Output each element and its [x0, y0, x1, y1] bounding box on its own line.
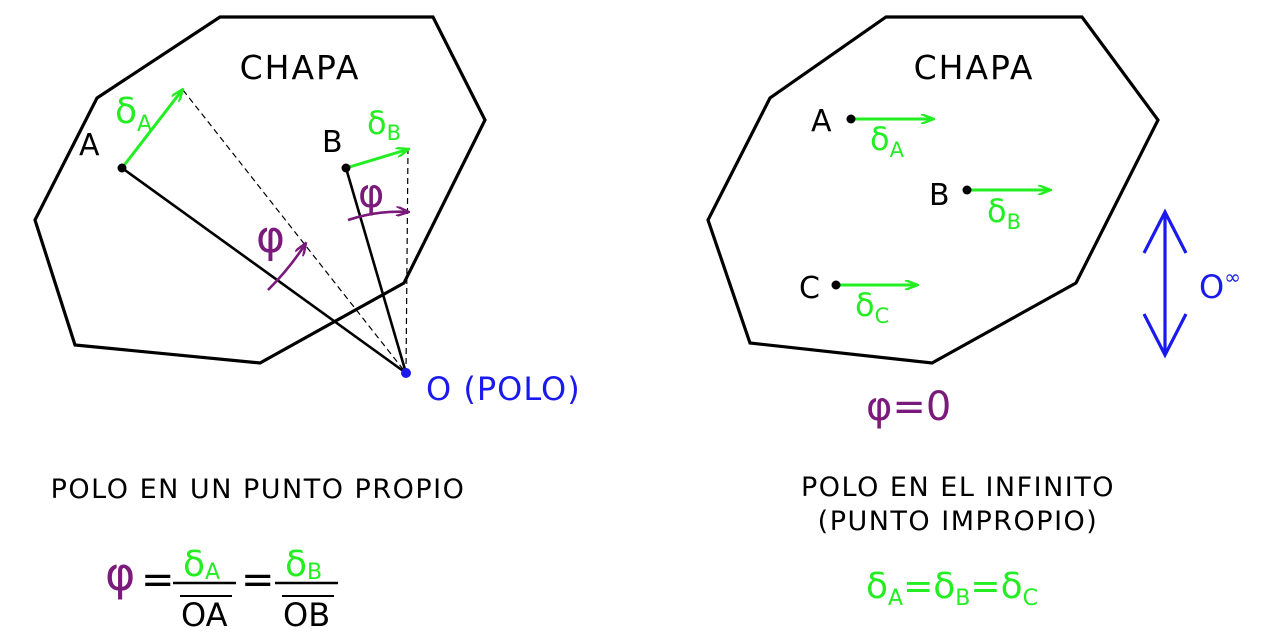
right-diagram: CHAPA A B C δA δB δC O∞ φ=: [706, 15, 1241, 611]
pole-infinity-label: O∞: [1199, 265, 1241, 306]
pole-label: O (POLO): [426, 370, 581, 408]
phi-label-2: φ: [358, 171, 384, 217]
formula-num-b: δB: [285, 544, 322, 585]
dashed-line-a: [182, 89, 407, 374]
right-delta-a-label: δA: [870, 120, 905, 162]
right-point-c-dot: [831, 280, 841, 290]
left-formula: φ = δA OA = δB OB: [105, 544, 338, 634]
right-point-b-label: B: [929, 178, 950, 213]
delta-b-label: δB: [367, 104, 401, 145]
right-caption-line1: POLO EN EL INFINITO: [801, 472, 1115, 503]
dashed-line-b: [405, 147, 409, 374]
pole-infinity-arrow: [1142, 208, 1188, 359]
formula-eq-1: =: [141, 557, 175, 603]
formula-num-a: δA: [183, 544, 220, 585]
right-caption-line2: (PUNTO IMPROPIO): [818, 506, 1099, 537]
displacement-vector-b: [345, 149, 409, 170]
right-point-a-dot: [846, 114, 856, 124]
right-delta-b-label: δB: [987, 192, 1021, 234]
displacement-vector-a: [120, 89, 183, 169]
phi-label-1: φ: [256, 212, 285, 263]
left-plate-outline: [33, 15, 487, 365]
point-a-dot: [117, 163, 127, 173]
formula-den-ob: OB: [283, 596, 330, 634]
radius-oa: [121, 166, 407, 375]
right-delta-c-label: δC: [855, 286, 889, 328]
point-b-dot: [341, 163, 351, 173]
left-diagram: CHAPA A B δA δB φ φ O (POLO): [33, 15, 581, 634]
pole-dot: [401, 368, 411, 378]
formula-den-oa: OA: [181, 596, 228, 634]
left-plate-label: CHAPA: [240, 48, 361, 87]
right-plate-outline: [706, 15, 1160, 365]
phi-zero-label: φ=0: [866, 384, 951, 430]
formula-phi: φ: [105, 547, 135, 601]
rotation-arc-2: [347, 212, 409, 222]
right-point-b-dot: [962, 185, 972, 195]
radius-ob: [344, 167, 408, 374]
point-b-label: B: [322, 125, 343, 160]
right-plate-label: CHAPA: [914, 48, 1035, 87]
rotation-arc-1: [267, 243, 306, 291]
right-formula: δA=δB=δC: [866, 566, 1038, 611]
left-caption: POLO EN UN PUNTO PROPIO: [51, 474, 466, 505]
formula-eq-2: =: [241, 557, 275, 603]
right-point-c-label: C: [799, 271, 820, 306]
delta-a-label: δA: [115, 91, 152, 137]
right-point-a-label: A: [811, 104, 832, 139]
point-a-label: A: [79, 128, 100, 163]
